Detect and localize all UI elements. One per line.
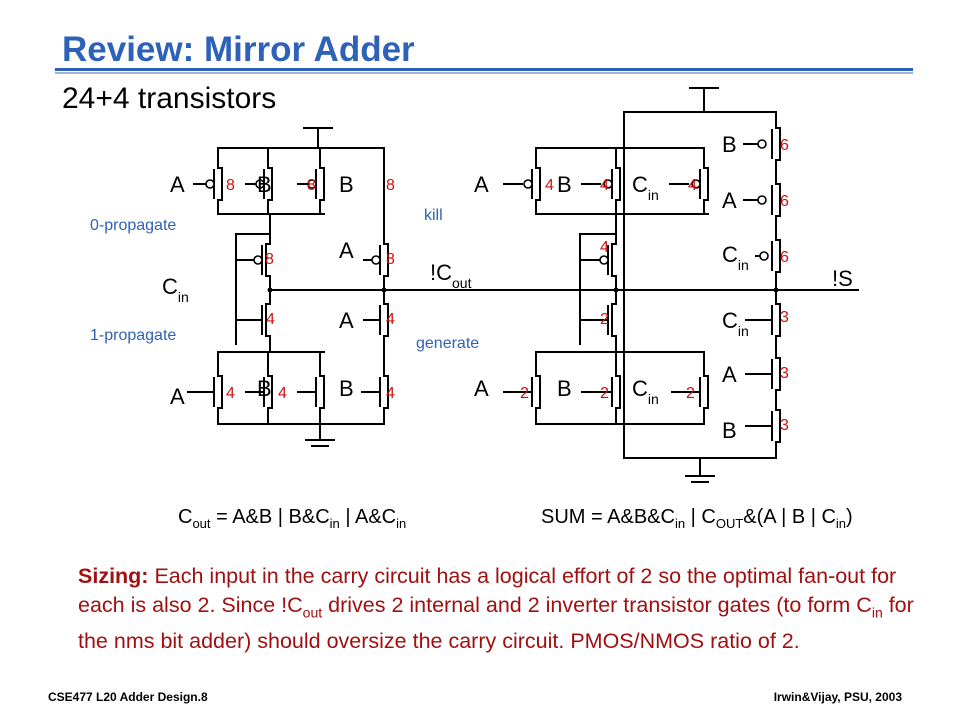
label-not-s: !S bbox=[832, 266, 853, 291]
page-title: Review: Mirror Adder bbox=[62, 30, 415, 69]
size-carry-pmos-a: 8 bbox=[226, 177, 235, 194]
sum-equation: SUM = A&B&Cin | COUT&(A | B | Cin) bbox=[541, 506, 853, 531]
size-sum-nmos-b: 2 bbox=[600, 385, 609, 402]
carry-label-a-right1: A bbox=[339, 238, 354, 263]
label-zero-propagate: 0-propagate bbox=[90, 217, 176, 234]
sum-nmos-bottom-group bbox=[503, 351, 709, 425]
label-not-cout: !Cout bbox=[430, 260, 472, 291]
sum-label-b-bot: B bbox=[557, 376, 572, 401]
size-sum-stack-4: 3 bbox=[780, 309, 789, 326]
sum-nmos-mid bbox=[579, 289, 617, 353]
carry-nmos-left-group bbox=[187, 351, 389, 425]
sum-stack-label-b1: B bbox=[722, 132, 737, 157]
size-sum-pmos-a: 4 bbox=[545, 177, 554, 194]
size-carry-pmos-right: 8 bbox=[386, 251, 395, 268]
size-sum-nmos-mid: 2 bbox=[600, 311, 609, 328]
size-sum-stack-3: 6 bbox=[780, 249, 789, 266]
junction-dots bbox=[267, 287, 779, 293]
sum-stack-label-cin2: Cin bbox=[722, 308, 749, 339]
size-sum-pmos-mid: 4 bbox=[600, 239, 609, 256]
size-sum-stack-2: 6 bbox=[780, 193, 789, 210]
size-carry-pmos-mid: 8 bbox=[265, 251, 274, 268]
sum-stack-label-cin1: Cin bbox=[722, 242, 749, 273]
footer-course: CSE477 L20 Adder Design.8 bbox=[48, 690, 208, 704]
footer-credit: Irwin&Vijay, PSU, 2003 bbox=[773, 690, 902, 704]
sum-label-cin-top: Cin bbox=[632, 172, 659, 203]
subtitle: 24+4 transistors bbox=[62, 82, 277, 115]
carry-pmos-left-group bbox=[213, 147, 325, 235]
label-generate: generate bbox=[416, 335, 479, 352]
size-sum-nmos-a: 2 bbox=[520, 385, 529, 402]
carry-label-b-top2: B bbox=[339, 172, 354, 197]
sum-pmos-top-group bbox=[503, 147, 709, 235]
size-sum-nmos-cin: 2 bbox=[686, 385, 695, 402]
carry-input-leads bbox=[193, 183, 381, 393]
size-carry-nmos-mid: 4 bbox=[266, 311, 275, 328]
carry-label-a-bot: A bbox=[170, 384, 185, 409]
size-carry-nmos-right: 4 bbox=[386, 311, 395, 328]
size-sum-stack-1: 6 bbox=[780, 137, 789, 154]
sum-label-a-top: A bbox=[474, 172, 489, 197]
sum-stack-label-a1: A bbox=[722, 188, 737, 213]
carry-label-cin: Cin bbox=[162, 274, 189, 305]
carry-label-a-right2: A bbox=[339, 308, 354, 333]
title-underline bbox=[55, 68, 913, 74]
sizing-note: Sizing: Each input in the carry circuit … bbox=[78, 564, 914, 654]
sum-label-cin-bot: Cin bbox=[632, 376, 659, 407]
cout-equation: Cout = A&B | B&Cin | A&Cin bbox=[178, 506, 407, 531]
sum-label-a-bot: A bbox=[474, 376, 489, 401]
carry-label-b-bot2: B bbox=[339, 376, 354, 401]
sum-stack-label-a2: A bbox=[722, 362, 737, 387]
size-sum-pmos-b: 4 bbox=[600, 177, 609, 194]
carry-label-b-bot1: B bbox=[257, 376, 272, 401]
size-sum-pmos-cin: 4 bbox=[688, 177, 697, 194]
label-kill: kill bbox=[424, 207, 443, 224]
label-one-propagate: 1-propagate bbox=[90, 327, 176, 344]
size-carry-nmos-b2: 4 bbox=[386, 385, 395, 402]
size-sum-stack-6: 3 bbox=[780, 417, 789, 434]
carry-vdd-rail bbox=[217, 127, 385, 149]
sum-stack-rails bbox=[623, 87, 781, 483]
size-carry-pmos-b1: 8 bbox=[307, 177, 316, 194]
size-carry-nmos-a: 4 bbox=[226, 385, 235, 402]
size-carry-pmos-b2: 8 bbox=[386, 177, 395, 194]
carry-label-b-top1: B bbox=[257, 172, 272, 197]
pmos-bubbles bbox=[205, 139, 769, 265]
carry-label-a-top: A bbox=[170, 172, 185, 197]
sum-label-b-top: B bbox=[557, 172, 572, 197]
size-carry-nmos-b1: 4 bbox=[278, 385, 287, 402]
sum-stack-label-b2: B bbox=[722, 418, 737, 443]
carry-gnd bbox=[305, 423, 335, 447]
carry-nmos-mid bbox=[235, 289, 271, 353]
size-sum-stack-5: 3 bbox=[780, 365, 789, 382]
